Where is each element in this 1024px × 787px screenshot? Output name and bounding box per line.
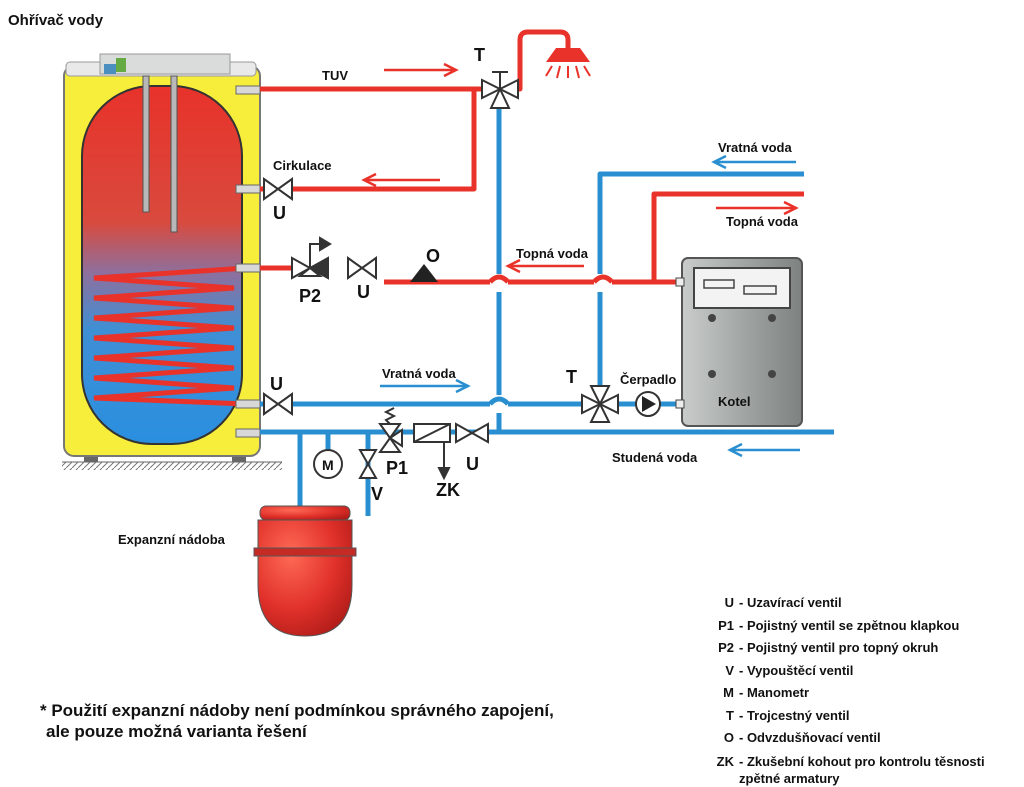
arrow-vratna-mid [380,378,471,394]
footnote-line-2: ale pouze možná varianta řešení [46,722,307,741]
floor-hatch [62,462,282,470]
label-manometer: M [322,457,334,473]
legend-desc: - Pojistný ventil pro topný okruh [739,640,939,655]
label-u-return: U [270,374,283,394]
drain-valve [358,449,378,479]
legend-row: M - Manometr [700,682,1020,705]
manometer-icon [313,449,343,479]
three-way-valve-top [481,71,519,109]
label-kotel: Kotel [718,394,751,409]
legend-code: M [723,685,734,700]
legend-row: V - Vypouštěcí ventil [700,660,1020,683]
legend-code: U [724,595,734,610]
legend-desc: - Odvzdušňovací ventil [739,730,881,745]
arrow-topna-right [716,200,799,216]
label-o: O [426,246,440,266]
nozzle-cold [235,428,261,438]
label-tuv: TUV [322,68,348,83]
legend-desc: - Vypouštěcí ventil [739,662,854,678]
shutoff-valve-circulation [263,177,293,201]
legend-desc: - Uzavírací ventil [739,595,842,610]
page-title: Ohřívač vody [8,12,104,29]
legend-code: P1 [718,617,734,633]
label-t-bottom: T [566,367,577,387]
label-u-circ: U [273,203,286,223]
air-vent-valve [410,264,438,282]
label-p1: P1 [386,458,408,478]
label-vratna-voda-mid: Vratná voda [382,366,456,381]
label-topna-voda-mid: Topná voda [516,246,589,261]
nozzle-circ [235,184,261,194]
legend-code: P2 [718,640,734,655]
nozzle-tuv [235,85,261,95]
legend-row: ZK - Zkušební kohout pro kontrolu těsnost… [700,750,1020,787]
boiler [675,257,803,427]
safety-valve-p1 [378,407,403,453]
pump-icon [635,391,661,417]
legend-code: O [723,730,734,745]
label-p2: P2 [299,286,321,306]
legend-desc: - Pojistný ventil se zpětnou klapkou [739,617,960,633]
nozzle-heat-out [235,399,261,409]
legend-row: P1 - Pojistný ventil se zpětnou klapkou [700,615,1020,638]
legend: U - Uzavírací ventil P1 - Pojistný ventil … [700,592,1020,787]
three-way-valve-bottom [581,385,619,423]
shutoff-valve-cold [455,422,489,444]
arrow-vratna-top [711,154,796,170]
label-t-top: T [474,45,485,65]
legend-code: ZK [716,753,734,769]
label-topna-voda-right: Topná voda [726,214,799,229]
legend-row: U - Uzavírací ventil [700,592,1020,615]
label-u-cold: U [466,454,479,474]
legend-desc: - Zkušební kohout pro kontrolu těsnosti … [739,753,985,786]
shower-icon [545,48,591,79]
label-cerpadlo: Čerpadlo [620,372,676,387]
check-valve [413,423,451,481]
label-expanzni-nadoba: Expanzní nádoba [118,532,226,547]
legend-code: T [726,707,734,723]
cold-pipes [260,100,834,516]
arrow-studena [727,442,800,458]
nozzle-heat-in [235,263,261,273]
hot-pipes [260,29,804,285]
legend-row: O - Odvzdušňovací ventil [700,727,1020,750]
safety-valve-p2 [291,236,332,280]
label-v: V [371,484,383,504]
expansion-vessel [253,505,357,637]
arrow-tuv [384,62,459,78]
label-studena-voda: Studená voda [612,450,698,465]
legend-code: V [725,662,734,678]
label-zk: ZK [436,480,460,500]
legend-desc: - Manometr [739,685,810,700]
footnote: * Použití expanzní nádoby není podmínkou… [40,700,554,742]
arrow-circulation [361,172,440,188]
legend-desc: - Trojcestný ventil [739,707,850,723]
label-vratna-voda-top: Vratná voda [718,140,792,155]
shutoff-valve-heating [347,256,377,280]
shutoff-valve-return [263,392,293,416]
label-u-heat: U [357,282,370,302]
flow-arrows [361,62,800,458]
legend-row: T - Trojcestný ventil [700,705,1020,728]
legend-row: P2 - Pojistný ventil pro topný okruh [700,637,1020,660]
footnote-line-1: * Použití expanzní nádoby není podmínkou… [40,701,554,720]
pipe-crossovers [488,274,614,406]
heating-coil [93,265,249,407]
label-cirkulace: Cirkulace [273,158,332,173]
arrow-topna-mid [505,258,584,274]
